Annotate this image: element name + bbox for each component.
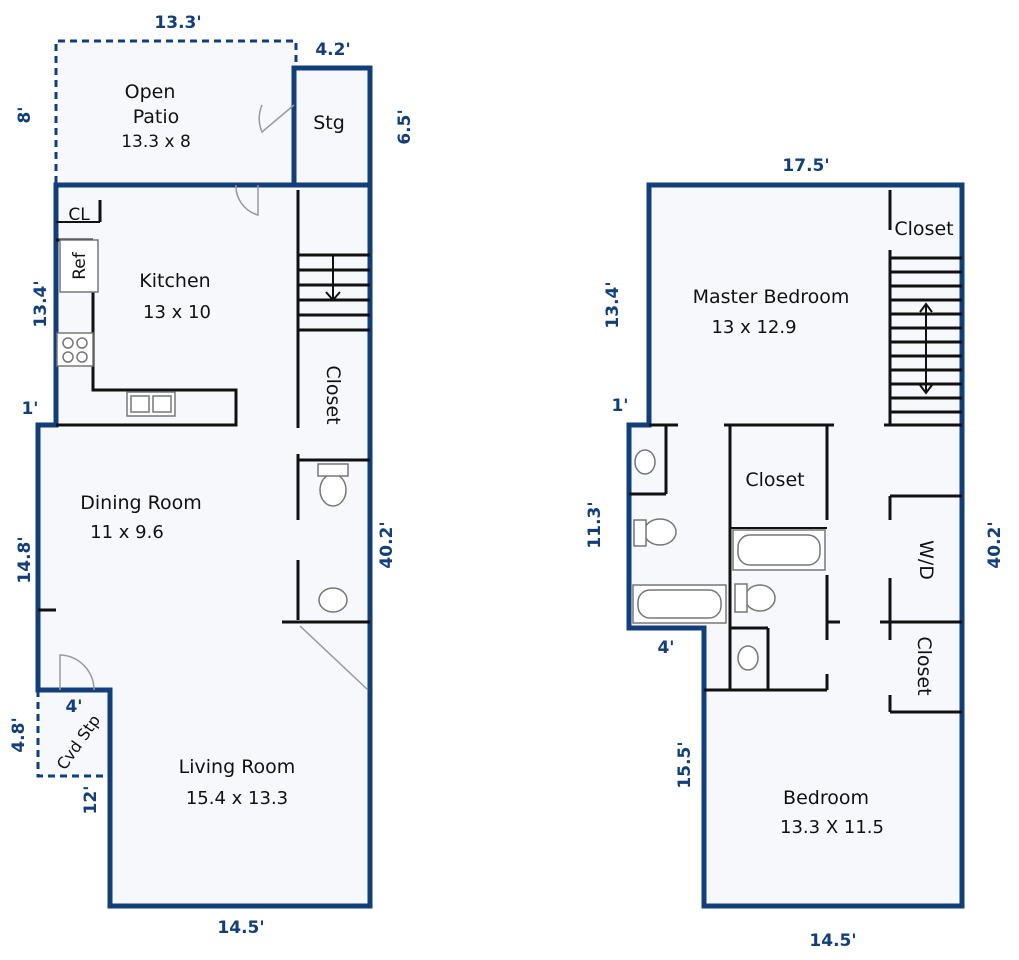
hall-toilet-icon bbox=[744, 584, 776, 612]
label-master-size: 13 x 12.9 bbox=[711, 317, 796, 338]
label-kitchen-size: 13 x 10 bbox=[143, 302, 211, 323]
dim-second-offset-left: 1' bbox=[611, 396, 628, 416]
dim-patio-top: 13.3' bbox=[154, 13, 201, 33]
label-washer-dryer: W/D bbox=[915, 540, 937, 580]
toilet-icon bbox=[319, 473, 347, 507]
stairs-icon-upper bbox=[890, 270, 962, 414]
dim-living-left: 12' bbox=[81, 786, 101, 815]
label-master-bedroom: Master Bedroom bbox=[693, 286, 850, 308]
dim-bath-left: 11.3' bbox=[585, 501, 605, 548]
label-closet-middle: Closet bbox=[745, 469, 804, 491]
dim-first-floor-right: 40.2' bbox=[377, 521, 397, 568]
dim-second-floor-top: 17.5' bbox=[782, 156, 829, 176]
label-kitchen: Kitchen bbox=[139, 270, 210, 292]
label-bedroom: Bedroom bbox=[783, 787, 869, 809]
label-patio-line2: Patio bbox=[133, 106, 180, 128]
dim-second-floor-right: 40.2' bbox=[985, 521, 1005, 568]
label-dining-size: 11 x 9.6 bbox=[90, 522, 164, 543]
dim-step-left: 4.8' bbox=[9, 717, 29, 752]
label-refrigerator: Ref bbox=[70, 251, 90, 280]
storage-door-icon bbox=[258, 104, 295, 134]
label-patio-line1: Open bbox=[125, 81, 176, 103]
first-floor-plan: 13.3' 4.2' 8' 6.5' 13.4' 1' 14.8' 40.2' … bbox=[9, 13, 415, 938]
dim-second-floor-bottom: 14.5' bbox=[809, 931, 856, 951]
dim-offset-left: 1' bbox=[21, 399, 38, 419]
storage-wall bbox=[291, 65, 373, 183]
second-floor-plan: 17.5' 13.4' 1' 11.3' 40.2' 4' 15.5' 14.5… bbox=[585, 156, 1005, 951]
dim-second-step: 4' bbox=[657, 638, 674, 658]
label-bedroom-size: 13.3 X 11.5 bbox=[780, 817, 884, 838]
label-storage: Stg bbox=[313, 112, 345, 134]
master-toilet-icon bbox=[643, 518, 677, 546]
dim-dining-left: 14.8' bbox=[15, 536, 35, 583]
dim-step-top: 4' bbox=[65, 697, 82, 717]
label-closet-top: Closet bbox=[894, 218, 953, 240]
bath-sink-icon bbox=[318, 587, 348, 613]
first-floor-exterior-wall bbox=[35, 182, 373, 909]
covered-step-outline bbox=[36, 690, 110, 778]
dim-first-floor-bottom: 14.5' bbox=[217, 918, 264, 938]
label-patio-size: 13.3 x 8 bbox=[121, 132, 191, 152]
label-closet-bottom: Closet bbox=[913, 636, 935, 695]
hall-sink-icon bbox=[737, 645, 759, 671]
stove-icon bbox=[56, 332, 94, 367]
dim-storage-top: 4.2' bbox=[315, 40, 350, 60]
master-sink-icon bbox=[634, 449, 656, 475]
dim-kitchen-left: 13.4' bbox=[31, 280, 51, 327]
label-closet-stairs: Closet bbox=[322, 365, 344, 424]
patio-door-icon bbox=[235, 184, 259, 216]
dim-bedroom-left: 15.5' bbox=[675, 741, 695, 788]
dim-patio-left: 8' bbox=[15, 106, 35, 123]
dim-storage-right: 6.5' bbox=[395, 109, 415, 144]
label-dining-room: Dining Room bbox=[80, 492, 201, 514]
front-door-icon bbox=[59, 654, 95, 691]
dim-master-left: 13.4' bbox=[603, 281, 623, 328]
label-living-size: 15.4 x 13.3 bbox=[186, 788, 288, 809]
label-living-room: Living Room bbox=[179, 756, 296, 778]
label-closet-small: CL bbox=[68, 205, 90, 225]
